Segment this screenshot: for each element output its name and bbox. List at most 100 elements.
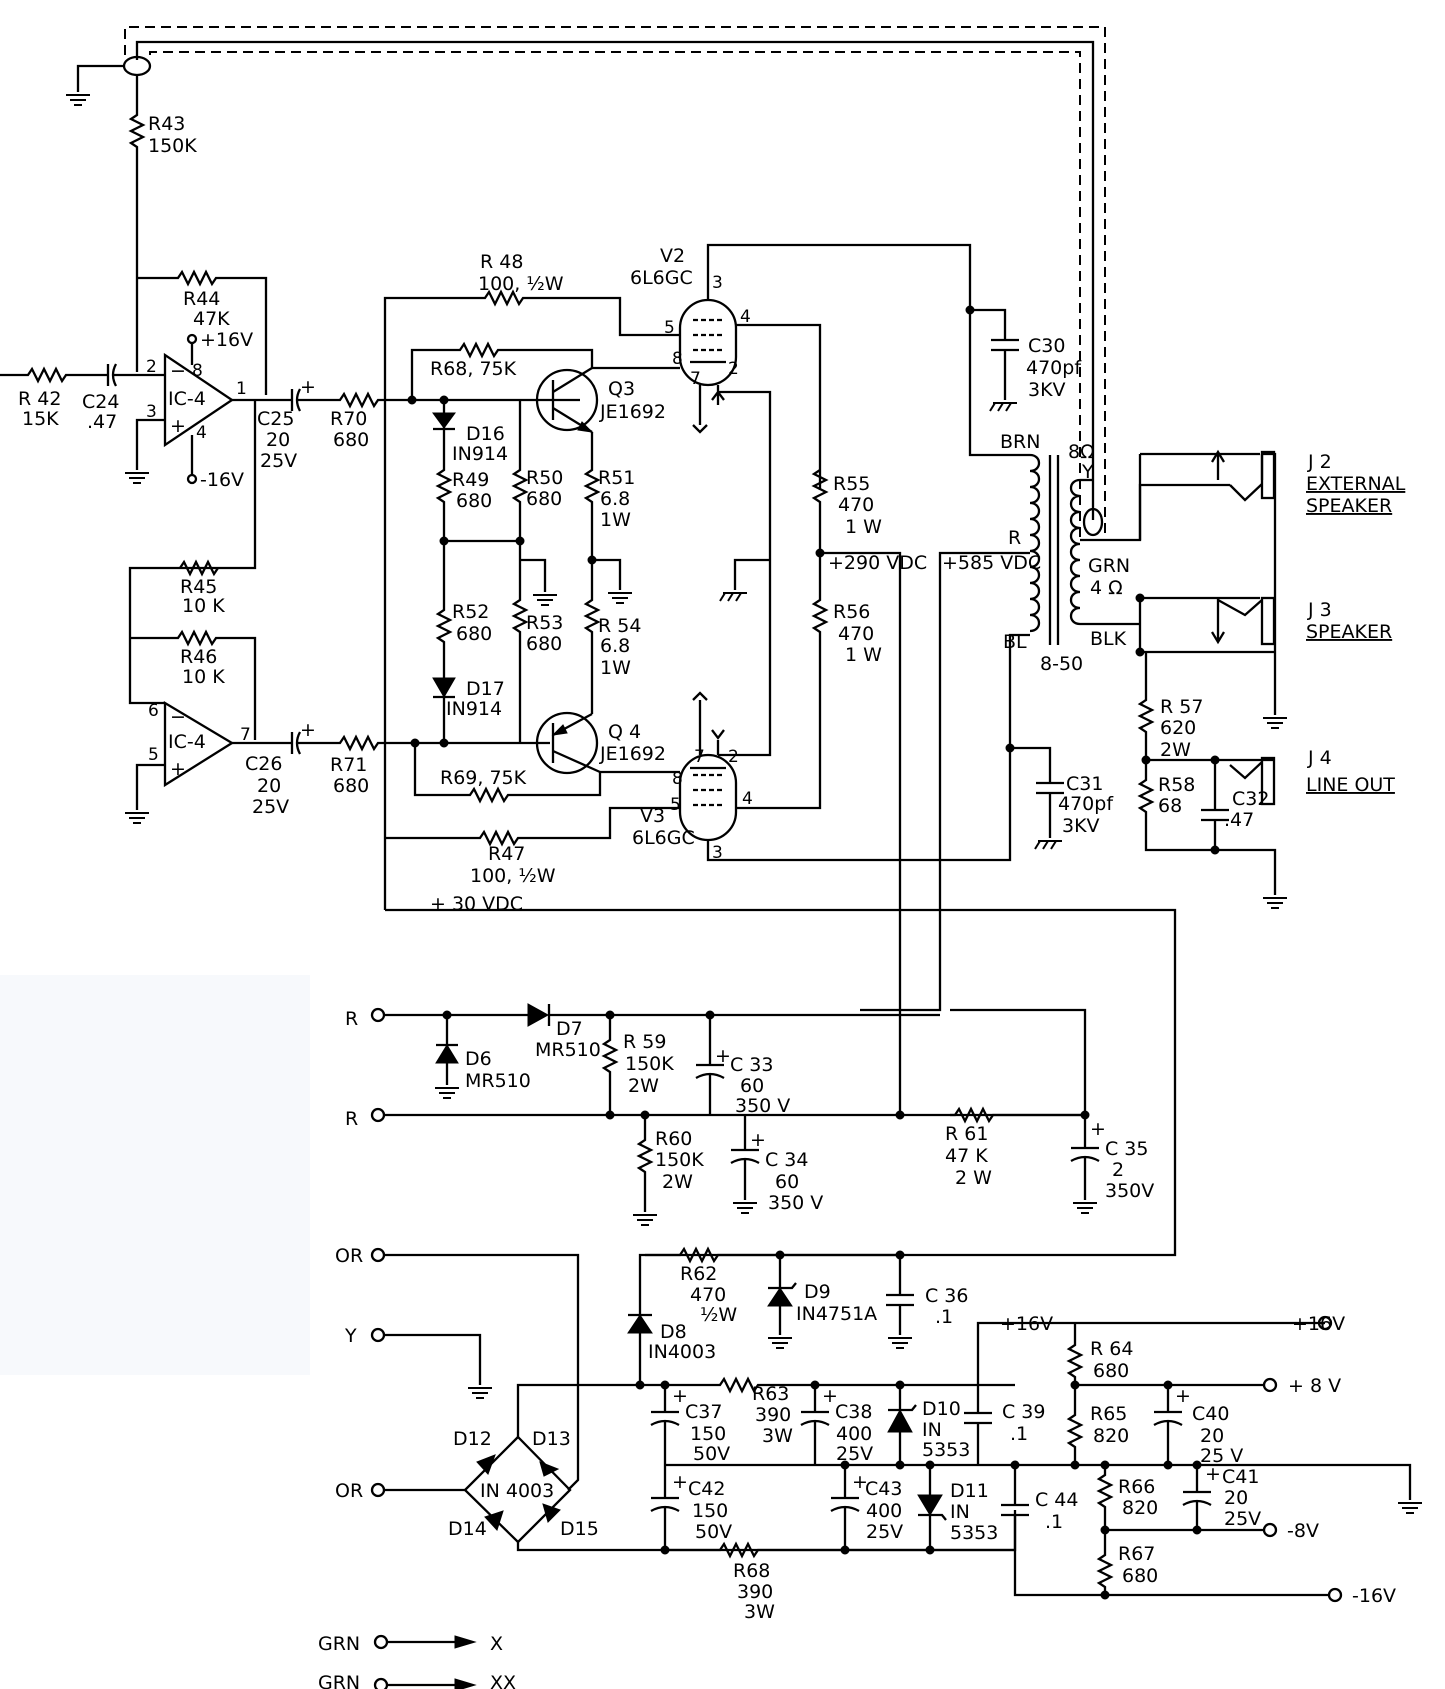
c36-label: C 36 <box>925 1285 968 1307</box>
r42-resistor <box>0 366 100 384</box>
c24-label: C24 <box>82 391 119 413</box>
r46-value: 10 K <box>182 666 225 688</box>
r49-label: R49 <box>452 469 489 491</box>
r46-label: R46 <box>180 646 217 668</box>
c39-value: .1 <box>1010 1423 1028 1445</box>
r47-label: R47 <box>488 843 525 865</box>
v3-tube <box>678 560 1030 862</box>
v3-pin5: 5 <box>670 795 681 815</box>
q4-transistor <box>535 711 680 775</box>
r42-label: R 42 <box>18 388 61 410</box>
r67-label: R67 <box>1118 1543 1155 1565</box>
v2-pin5: 5 <box>664 318 675 338</box>
v2-pin4: 4 <box>740 307 751 327</box>
d8-value: IN4003 <box>648 1341 716 1363</box>
r50-r53-resistors <box>511 400 529 743</box>
r57-r58-resistors <box>1137 652 1277 895</box>
v290-label: +290 VDC <box>828 552 927 574</box>
r51-value: 6.8 <box>600 488 630 510</box>
r60-watt: 2W <box>662 1171 693 1193</box>
v2-tube <box>678 243 1030 560</box>
r45-resistor <box>179 559 219 577</box>
c35-voltage: 350V <box>1105 1180 1154 1202</box>
r53-label: R53 <box>526 612 563 634</box>
j4-jack <box>1260 756 1276 806</box>
r43-resistor <box>128 75 146 372</box>
ic-u1-minus: − <box>170 360 186 382</box>
r50-value: 680 <box>526 488 562 510</box>
r50-gnd-wire <box>520 558 547 592</box>
c39-label: C 39 <box>1002 1401 1045 1423</box>
v3-pin4: 4 <box>742 789 753 809</box>
r63-watt: 3W <box>762 1425 793 1447</box>
r68b-watt: 3W <box>744 1601 775 1623</box>
v3-label: V3 <box>640 805 665 827</box>
c41-voltage: 25V <box>1224 1508 1261 1530</box>
r70-resistor <box>325 391 580 409</box>
c42-voltage: 50V <box>695 1521 732 1543</box>
d10-label: D10 <box>922 1398 961 1420</box>
background-panel <box>0 975 310 1375</box>
r42-value: 15K <box>22 408 59 430</box>
d12-label: D12 <box>453 1428 492 1450</box>
plus30-label: + 30 VDC <box>430 893 523 915</box>
lv-supply <box>370 1246 1423 1689</box>
c26-voltage: 25V <box>252 796 289 818</box>
ic-u1-plus: + <box>170 415 186 437</box>
r61-value: 47 K <box>945 1145 988 1167</box>
r62-label: R62 <box>680 1263 717 1285</box>
c35-value: 2 <box>1112 1159 1124 1181</box>
c41-value: 20 <box>1224 1487 1248 1509</box>
r56-watt: 1 W <box>845 644 882 666</box>
r47-value: 100, ½W <box>470 865 556 887</box>
d10-value: IN <box>922 1419 942 1441</box>
r54-watt: 1W <box>600 657 631 679</box>
d15-label: D15 <box>560 1518 599 1540</box>
v585-label: +585 VDC <box>942 552 1041 574</box>
r71-resistor <box>325 734 550 752</box>
out-plus16: +16V <box>1292 1313 1345 1335</box>
v2-pin2: 2 <box>728 359 739 379</box>
hv-supply <box>370 1003 1100 1226</box>
c30-value: 470pf <box>1026 357 1082 379</box>
d8-label: D8 <box>660 1321 687 1343</box>
r68b-label: R68 <box>733 1560 770 1582</box>
r48-label: R 48 <box>480 251 523 273</box>
r60-label: R60 <box>655 1128 692 1150</box>
r43-label: R43 <box>148 113 185 135</box>
r51-watt: 1W <box>600 509 631 531</box>
r70-label: R70 <box>330 408 367 430</box>
ic-u1-pin8: 8 <box>192 361 203 381</box>
ic-u2-minus: − <box>170 706 186 728</box>
r65-label: R65 <box>1090 1403 1127 1425</box>
r44-label: R44 <box>183 288 220 310</box>
c30-voltage: 3KV <box>1028 379 1066 401</box>
r56-label: R56 <box>833 601 870 623</box>
r63-label: R63 <box>752 1383 789 1405</box>
c43-value: 400 <box>866 1500 902 1522</box>
r62-value: 470 <box>690 1284 726 1306</box>
c24-value: .47 <box>87 411 117 433</box>
c26-label: C26 <box>245 753 282 775</box>
c42-value: 150 <box>692 1500 728 1522</box>
c40-value: 20 <box>1200 1425 1224 1447</box>
r48-value: 100, ½W <box>478 273 564 295</box>
j2-subtitle: SPEAKER <box>1306 495 1392 517</box>
r66-value: 820 <box>1122 1497 1158 1519</box>
input-r1: R <box>345 1008 358 1030</box>
ic-u2-pin7: 7 <box>240 725 251 745</box>
r51-label: R51 <box>598 467 635 489</box>
ic-u2-label: IC-4 <box>168 731 206 753</box>
r43-value: 150K <box>148 135 197 157</box>
r49-value: 680 <box>456 490 492 512</box>
j4-label: J 4 <box>1307 747 1332 769</box>
plus290-rail <box>820 551 902 1115</box>
r63-value: 390 <box>755 1404 791 1426</box>
r45-label: R45 <box>180 576 217 598</box>
v2-pin7: 7 <box>690 369 701 389</box>
ic-u2-plus: + <box>170 758 186 780</box>
d10-value2: 5353 <box>922 1439 970 1461</box>
input-grn1: GRN <box>318 1633 360 1655</box>
r60-value: 150K <box>655 1149 704 1171</box>
